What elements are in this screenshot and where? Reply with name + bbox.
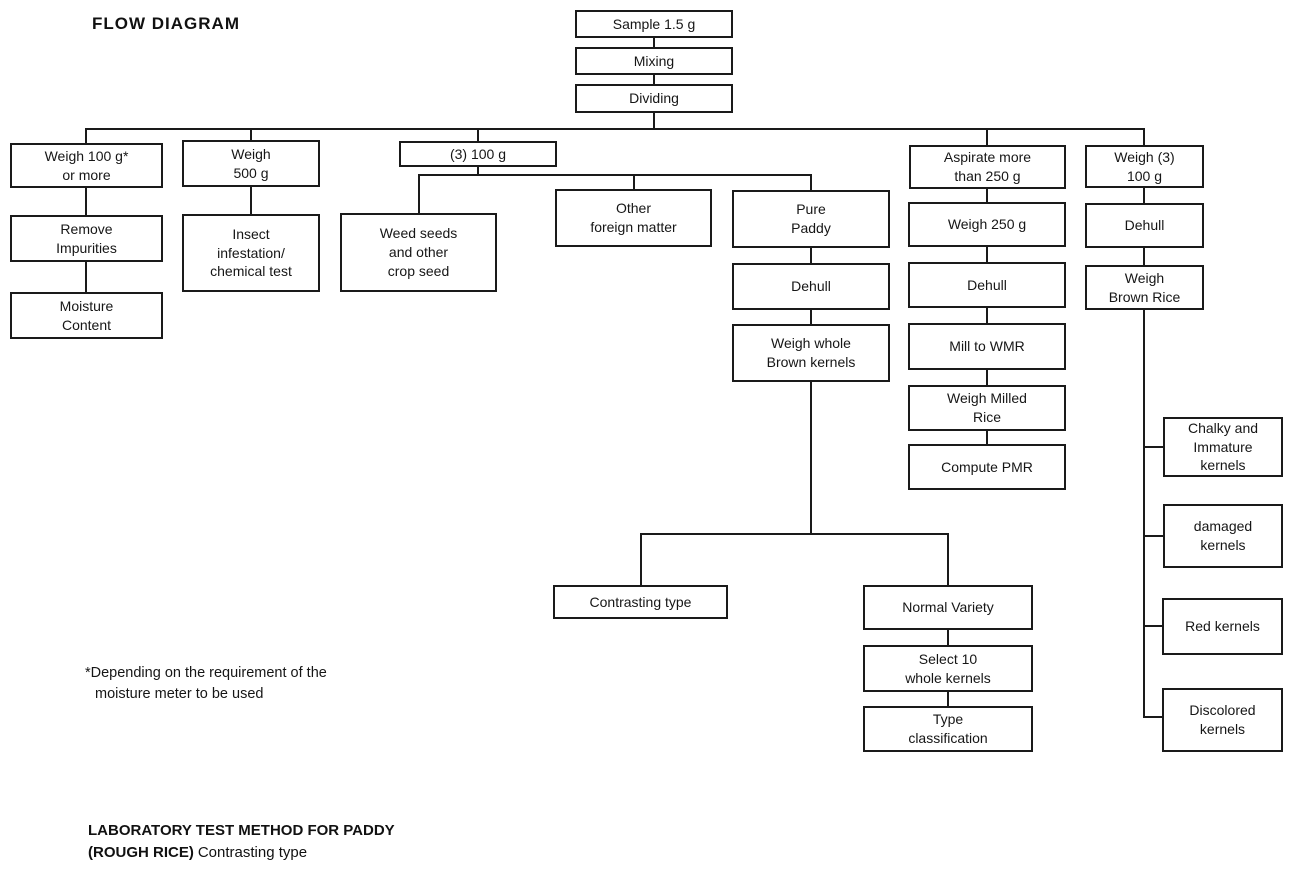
node-select-10: Select 10 whole kernels <box>863 645 1033 692</box>
diagram-caption: LABORATORY TEST METHOD FOR PADDY (ROUGH … <box>88 820 395 864</box>
node-pure-paddy: Pure Paddy <box>732 190 890 248</box>
node-moisture-content: Moisture Content <box>10 292 163 339</box>
node-weigh-milled-rice: Weigh Milled Rice <box>908 385 1066 431</box>
node-mixing: Mixing <box>575 47 733 75</box>
connector-line <box>1143 446 1163 448</box>
connector-line <box>986 128 988 146</box>
node-mill-to-wmr: Mill to WMR <box>908 323 1066 370</box>
connector-line <box>1143 310 1145 718</box>
node-type-classification: Type classification <box>863 706 1033 752</box>
node-dividing: Dividing <box>575 84 733 113</box>
node-weed-seeds: Weed seeds and other crop seed <box>340 213 497 292</box>
node-weigh-whole-brown: Weigh whole Brown kernels <box>732 324 890 382</box>
node-remove-impurities: Remove Impurities <box>10 215 163 262</box>
connector-line <box>986 247 988 262</box>
caption-line2: (ROUGH RICE)Contrasting type <box>88 842 395 864</box>
connector-line <box>477 167 479 176</box>
connector-line <box>250 128 252 141</box>
connector-line <box>85 188 87 215</box>
connector-line <box>986 370 988 385</box>
node-dehull-brown: Dehull <box>1085 203 1204 248</box>
connector-line <box>1143 128 1145 146</box>
footnote-line1: *Depending on the requirement of the <box>85 665 327 681</box>
connector-line <box>947 533 949 585</box>
connector-line <box>947 692 949 706</box>
connector-line <box>85 128 87 144</box>
node-contrasting-type: Contrasting type <box>553 585 728 619</box>
connector-line <box>653 75 655 85</box>
node-dehull-paddy: Dehull <box>732 263 890 310</box>
node-normal-variety: Normal Variety <box>863 585 1033 630</box>
connector-line <box>1143 248 1145 265</box>
connector-line <box>1143 716 1162 718</box>
node-compute-pmr: Compute PMR <box>908 444 1066 490</box>
connector-line <box>986 431 988 444</box>
caption-line2-regular: Contrasting type <box>197 843 308 861</box>
connector-line <box>810 382 812 534</box>
connector-line <box>633 174 635 189</box>
node-discolored-kernels: Discolored kernels <box>1162 688 1283 752</box>
node-weigh-250g: Weigh 250 g <box>908 202 1066 247</box>
node-three-100g: (3) 100 g <box>399 141 557 167</box>
connector-line <box>85 262 87 292</box>
footnote: *Depending on the requirement of the moi… <box>85 663 327 705</box>
connector-line <box>477 128 479 142</box>
diagram-title: FLOW DIAGRAM <box>92 14 240 33</box>
node-aspirate: Aspirate more than 250 g <box>909 145 1066 189</box>
connector-line <box>947 630 949 645</box>
connector-line <box>986 308 988 323</box>
connector-line <box>85 128 1145 130</box>
node-weigh-500g: Weigh 500 g <box>182 140 320 187</box>
connector-line <box>640 533 642 585</box>
node-insect-test: Insect infestation/ chemical test <box>182 214 320 292</box>
caption-line2-bold: (ROUGH RICE) <box>88 843 194 861</box>
node-sample: Sample 1.5 g <box>575 10 733 38</box>
connector-line <box>810 310 812 324</box>
connector-line <box>250 187 252 214</box>
node-weigh-brown-rice: Weigh Brown Rice <box>1085 265 1204 310</box>
connector-line <box>640 533 949 535</box>
node-dehull-milling: Dehull <box>908 262 1066 308</box>
connector-line <box>1143 535 1163 537</box>
connector-line <box>653 113 655 130</box>
connector-line <box>653 38 655 48</box>
connector-line <box>810 174 812 190</box>
connector-line <box>418 174 812 176</box>
caption-line1: LABORATORY TEST METHOD FOR PADDY <box>88 822 395 839</box>
connector-line <box>1143 625 1162 627</box>
node-damaged-kernels: damaged kernels <box>1163 504 1283 568</box>
connector-line <box>986 189 988 202</box>
connector-line <box>810 248 812 263</box>
node-weigh-100g: Weigh 100 g* or more <box>10 143 163 188</box>
node-other-foreign-matter: Other foreign matter <box>555 189 712 247</box>
connector-line <box>418 174 420 213</box>
node-weigh-3-100g: Weigh (3) 100 g <box>1085 145 1204 188</box>
node-chalky-immature: Chalky and Immature kernels <box>1163 417 1283 477</box>
footnote-line2: moisture meter to be used <box>95 686 264 703</box>
connector-line <box>1143 188 1145 203</box>
node-red-kernels: Red kernels <box>1162 598 1283 655</box>
